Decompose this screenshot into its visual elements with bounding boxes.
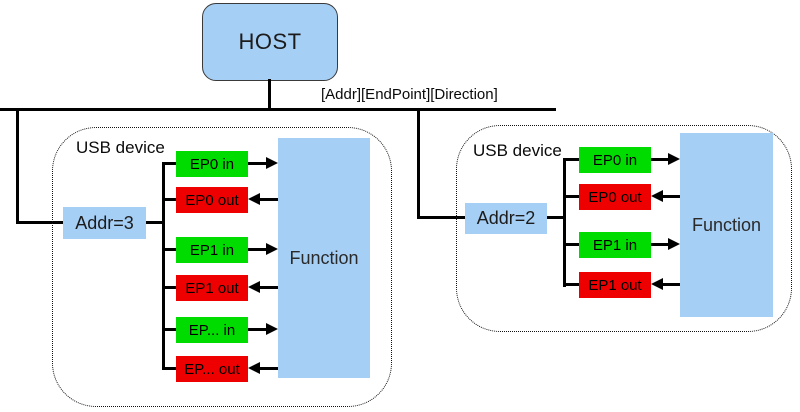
arrow-shaft	[259, 367, 278, 370]
endpoint-trunk-line	[162, 162, 165, 369]
arrow-shaft	[651, 243, 670, 246]
arrow-right-icon	[266, 323, 278, 335]
function-label: Function	[691, 214, 762, 235]
host-label: HOST	[238, 29, 302, 54]
endpoint-box-ep1-in: EP1 in	[176, 237, 248, 263]
endpoint-box-ep0-out: EP0 out	[579, 184, 651, 210]
connector-line	[162, 367, 176, 370]
usb-device-2-boundary	[456, 125, 792, 332]
arrow-shaft	[248, 328, 268, 331]
usb-device-1-addr-box: Addr=3	[63, 207, 146, 239]
bus-line	[0, 108, 556, 111]
arrow-left-icon	[248, 362, 260, 374]
usb-device-1-boundary	[52, 127, 392, 407]
arrow-shaft	[662, 283, 680, 286]
arrow-right-icon	[668, 238, 680, 250]
endpoint-box-ep1-out: EP1 out	[176, 275, 248, 301]
arrow-shaft	[651, 158, 670, 161]
connector-line	[563, 195, 579, 198]
arrow-shaft	[662, 195, 680, 198]
arrow-shaft	[259, 198, 278, 201]
connector-line	[162, 248, 176, 251]
arrow-left-icon	[651, 278, 663, 290]
arrow-left-icon	[248, 281, 260, 293]
endpoint-trunk-line	[563, 158, 566, 287]
arrow-left-icon	[651, 190, 663, 202]
arrow-right-icon	[668, 153, 680, 165]
connector-line	[162, 286, 176, 289]
usb-device-2-addr-box: Addr=2	[465, 203, 547, 234]
usb-device-1-title: USB device	[76, 138, 165, 157]
arrow-left-icon	[248, 193, 260, 205]
host-bus-connector-line	[268, 79, 271, 110]
connector-line	[563, 243, 579, 246]
endpoint-box-ep0-in: EP0 in	[579, 147, 651, 173]
function-label: Function	[289, 247, 359, 268]
connector-line	[563, 283, 579, 286]
arrow-shaft	[248, 162, 268, 165]
endpoint-box-ep1-out: EP1 out	[579, 272, 651, 298]
connector-line	[162, 198, 176, 201]
right-device-drop-line	[417, 109, 420, 219]
addr-label: Addr=3	[75, 212, 134, 233]
connector-line	[146, 221, 165, 224]
arrow-right-icon	[266, 157, 278, 169]
arrow-shaft	[259, 286, 278, 289]
addr-label: Addr=2	[476, 208, 536, 228]
arrow-shaft	[248, 248, 268, 251]
usb-device-1-function-box: Function	[278, 138, 370, 378]
arrow-right-icon	[266, 243, 278, 255]
endpoint-box-epn-in: EP... in	[176, 317, 248, 343]
endpoint-box-ep0-in: EP0 in	[176, 151, 248, 177]
connector-line	[162, 162, 176, 165]
endpoint-box-ep1-in: EP1 in	[579, 232, 651, 258]
host-box: HOST	[202, 3, 338, 81]
endpoint-box-ep0-out: EP0 out	[176, 187, 248, 213]
connector-line	[547, 216, 566, 219]
left-device-drop-line	[16, 109, 19, 224]
usb-device-2-function-box: Function	[680, 133, 773, 317]
usb-device-2-title: USB device	[473, 141, 562, 160]
endpoint-box-epn-out: EP... out	[176, 356, 248, 382]
bus-protocol-label: [Addr][EndPoint][Direction]	[321, 86, 498, 103]
right-device-addr-line	[417, 216, 465, 219]
connector-line	[563, 158, 579, 161]
connector-line	[162, 328, 176, 331]
left-device-addr-line	[16, 221, 63, 224]
